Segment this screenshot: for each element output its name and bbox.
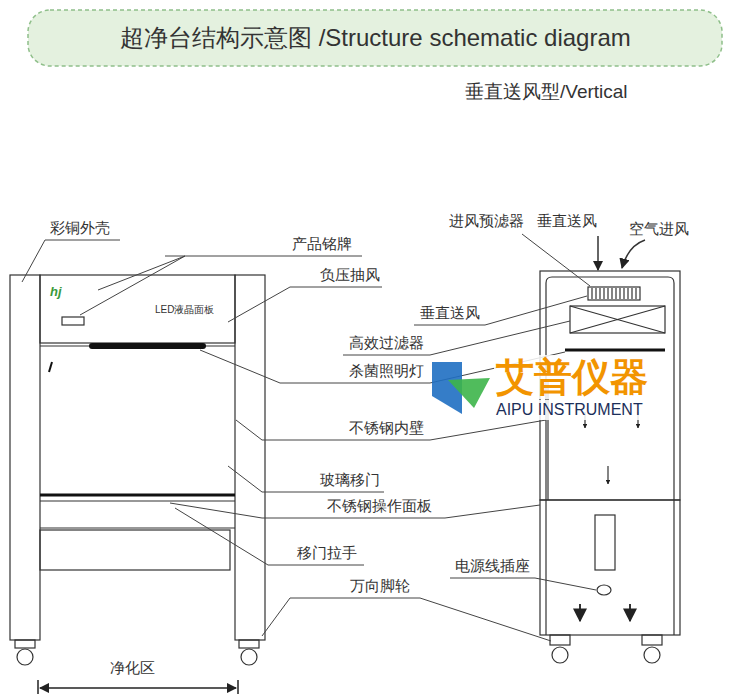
leader-lines	[22, 234, 596, 641]
part-label: 垂直送风	[418, 304, 482, 322]
subtitle: 垂直送风型/Vertical	[463, 80, 630, 103]
part-label: 移门拉手	[295, 544, 359, 562]
diagram-title: 超净台结构示意图 /Structure schematic diagram	[120, 23, 631, 53]
part-label: 玻璃移门	[318, 471, 382, 489]
front-view	[10, 275, 265, 665]
part-label: 产品铭牌	[290, 235, 354, 253]
purification-zone-arrow	[38, 680, 238, 694]
logo-text: hj	[48, 284, 64, 300]
part-label: 不锈钢操作面板	[325, 497, 434, 515]
panel-text: LED液晶面板	[153, 304, 216, 316]
zone-label: 净化区	[108, 659, 157, 677]
part-label: 彩铜外壳	[48, 219, 112, 237]
part-label: 电源线插座	[453, 557, 532, 575]
part-label: 进风预滤器	[447, 212, 526, 230]
part-label: 杀菌照明灯	[347, 362, 426, 380]
watermark-icon	[432, 362, 490, 414]
part-label: 负压抽风	[318, 266, 382, 284]
watermark: 艾普仪器	[494, 355, 650, 399]
part-label: 高效过滤器	[347, 334, 426, 352]
side-view	[540, 236, 680, 663]
part-label: 空气进风	[627, 220, 691, 238]
part-label: 垂直送风	[535, 212, 599, 230]
title-banner	[28, 10, 722, 66]
part-label: 不锈钢内壁	[347, 419, 426, 437]
part-label: 万向脚轮	[348, 577, 412, 595]
watermark: AIPU INSTRUMENT	[494, 400, 645, 420]
